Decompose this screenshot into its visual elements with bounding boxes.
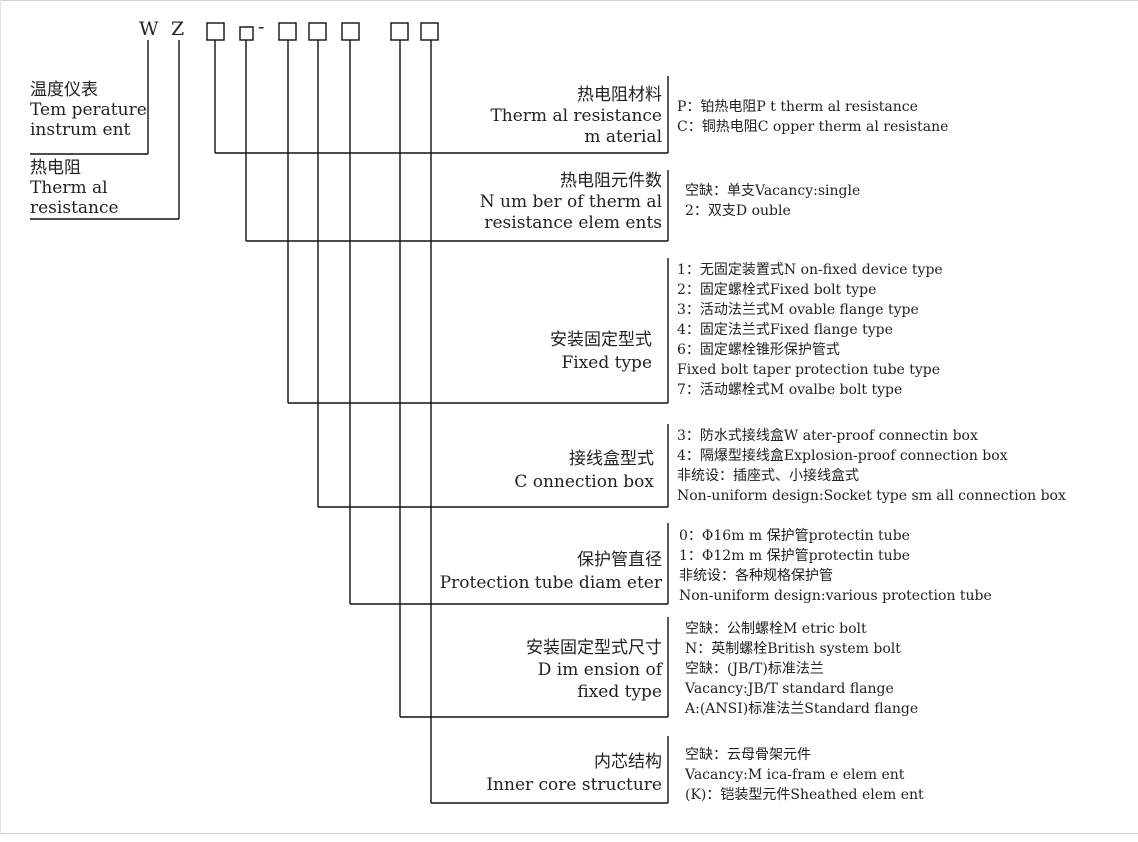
category-connection-box-options: 3：防水式接线盒W ater-proof connectin box 4：隔爆型… [677, 426, 1066, 506]
option-line: Non-uniform design:Socket type sm all co… [677, 488, 1066, 504]
code-box-5 [341, 22, 360, 41]
category-element-count-title: 热电阻元件数 N um ber of therm al resistance e… [479, 171, 662, 233]
code-box-2 [239, 26, 254, 41]
category-inner-core-title: 内芯结构 Inner core structure [486, 752, 662, 795]
option-line: 0：Φ16m m 保护管protectin tube [679, 528, 910, 544]
option-line: 2：固定螺栓式Fixed bolt type [677, 282, 877, 298]
option-line: Vacancy:JB/T standard flange [685, 681, 894, 697]
option-line: 非统设：插座式、小接线盒式 [677, 468, 859, 484]
option-line: P：铂热电阻P t therm al resistance [677, 99, 918, 115]
option-line: 4：隔爆型接线盒Explosion-proof connection box [677, 448, 1008, 464]
code-letter-z: Z [171, 18, 185, 40]
option-line: 3：防水式接线盒W ater-proof connectin box [677, 428, 978, 444]
code-box-7 [420, 22, 439, 41]
top-border [0, 0, 1138, 1]
option-line: C：铜热电阻C opper therm al resistane [677, 119, 949, 135]
option-line: 1：Φ12m m 保护管protectin tube [679, 548, 910, 564]
option-line: 非统设：各种规格保护管 [679, 568, 833, 584]
option-line: 空缺：云母骨架元件 [685, 747, 811, 763]
bottom-border [0, 833, 1138, 834]
option-line: 4：固定法兰式Fixed flange type [677, 322, 893, 338]
option-line: Fixed bolt taper protection tube type [677, 362, 941, 378]
temperature-instrument-label: 温度仪表 Tem perature instrum ent [30, 80, 147, 140]
option-line: N：英制螺栓British system bolt [685, 641, 901, 657]
category-inner-core-options: 空缺：云母骨架元件 Vacancy:M ica-fram e elem ent … [685, 745, 924, 805]
code-box-1 [206, 22, 225, 41]
category-dimension-options: 空缺：公制螺栓M etric bolt N：英制螺栓British system… [685, 619, 918, 719]
option-line: A:(ANSI)标准法兰Standard flange [685, 701, 919, 717]
category-fixed-type-title: 安装固定型式 Fixed type [550, 330, 652, 373]
code-dash: - [258, 16, 265, 38]
option-line: 2：双支D ouble [685, 203, 791, 219]
category-fixed-type-options: 1：无固定装置式N on-fixed device type 2：固定螺栓式Fi… [677, 260, 943, 400]
category-tube-diameter-options: 0：Φ16m m 保护管protectin tube 1：Φ12m m 保护管p… [679, 526, 992, 606]
code-letter-w: W [139, 18, 159, 40]
category-material-title: 热电阻材料 Therm al resistance m aterial [490, 85, 662, 147]
code-box-6 [390, 22, 409, 41]
code-box-4 [308, 22, 327, 41]
option-line: 空缺：单支Vacancy:single [685, 183, 861, 199]
option-line: Vacancy:M ica-fram e elem ent [685, 767, 905, 783]
category-element-count-options: 空缺：单支Vacancy:single 2：双支D ouble [685, 181, 860, 221]
option-line: 7：活动螺栓式M ovalbe bolt type [677, 382, 903, 398]
category-material-options: P：铂热电阻P t therm al resistance C：铜热电阻C op… [677, 97, 948, 137]
left-border [0, 0, 1, 834]
option-line: 3：活动法兰式M ovable flange type [677, 302, 919, 318]
option-line: Non-uniform design:various protection tu… [679, 588, 992, 604]
category-tube-diameter-title: 保护管直径 Protection tube diam eter [439, 550, 662, 593]
option-line: 1：无固定装置式N on-fixed device type [677, 262, 943, 278]
option-line: 6：固定螺栓锥形保护管式 [677, 342, 840, 358]
code-box-3 [278, 22, 297, 41]
option-line: (K)：铠装型元件Sheathed elem ent [685, 787, 924, 803]
category-dimension-title: 安装固定型式尺寸 D im ension of fixed type [526, 638, 662, 702]
category-connection-box-title: 接线盒型式 C onnection box [514, 449, 654, 492]
thermal-resistance-label: 热电阻 Therm al resistance [30, 158, 119, 218]
option-line: 空缺：公制螺栓M etric bolt [685, 621, 867, 637]
option-line: 空缺：(JB/T)标准法兰 [685, 661, 824, 677]
